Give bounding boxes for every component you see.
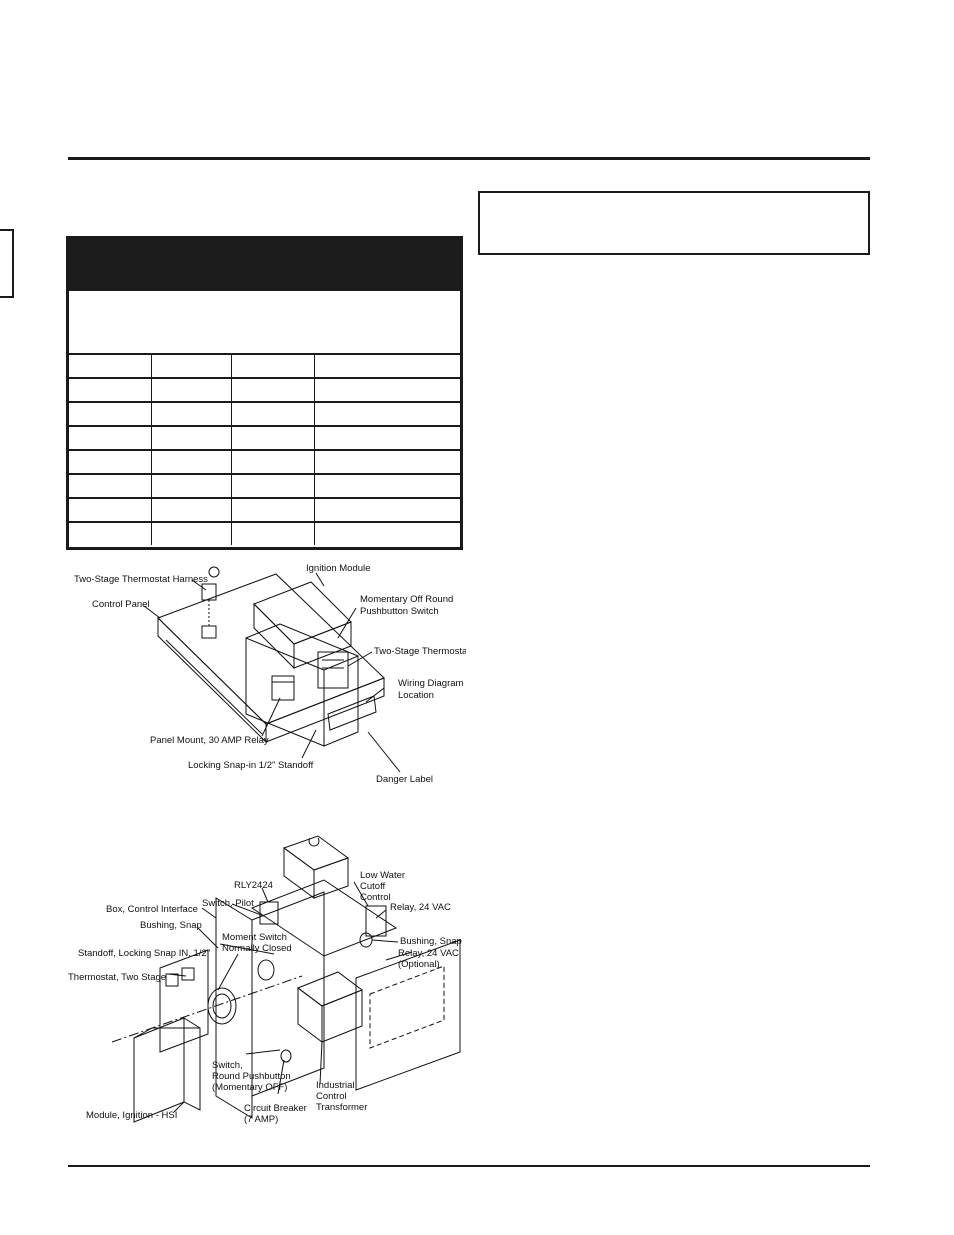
fig2-label-industrial-2: Control [316,1091,347,1102]
fig2-label-low-water-2: Cutoff [360,881,386,892]
spec-table [66,236,463,550]
label-pushbutton-2: Pushbutton Switch [360,606,439,617]
table-row [69,449,460,474]
fig2-label-relay24: Relay, 24 VAC [390,902,451,913]
fig2-label-moment-1: Moment Switch [222,932,287,943]
fig2-label-bushing-right: Bushing, Snap [400,936,462,947]
fig2-label-standoff: Standoff, Locking Snap IN, 1/2" [78,948,210,959]
label-thermostat: Two-Stage Thermostat [374,646,466,657]
fig2-label-rly: RLY2424 [234,880,273,891]
spec-table-header [69,239,460,291]
fig2-label-low-water-1: Low Water [360,870,405,881]
note-box [478,191,870,255]
spec-table-grid [69,353,460,545]
label-wiring-2: Location [398,690,434,701]
fig2-label-switch-pilot: Switch, Pilot [202,898,254,909]
fig2-label-switch-round-1: Switch, [212,1060,243,1071]
fig2-label-breaker-1: Circuit Breaker [244,1103,307,1114]
table-row [69,401,460,426]
fig2-label-moment-2: Normally Closed [222,943,292,954]
spec-table-description [69,291,460,353]
table-row [69,521,460,545]
table-row [69,425,460,450]
fig2-label-switch-round-3: (Momentary OFF) [212,1082,287,1093]
table-row [69,377,460,402]
fig2-label-module-ignition: Module, Ignition - HSI [86,1110,177,1121]
fig2-label-industrial-1: Industrial [316,1080,355,1091]
table-row [69,497,460,522]
fig2-label-low-water-3: Control [360,892,391,903]
label-control-panel: Control Panel [92,599,150,610]
label-thermostat-harness: Two-Stage Thermostat Harness [74,574,208,585]
fig2-label-box-interface: Box, Control Interface [106,904,198,915]
section-edge-tab [0,229,14,298]
fig2-label-breaker-2: (7 AMP) [244,1114,278,1125]
fig2-label-bushing-left: Bushing, Snap [140,920,202,931]
label-danger: Danger Label [376,774,433,785]
exploded-assembly-figure: RLY2424 Low Water Cutoff Control Relay, … [68,835,462,1125]
fig2-label-switch-round-2: Round Pushbutton [212,1071,291,1082]
label-relay: Panel Mount, 30 AMP Relay [150,735,269,746]
fig2-label-relay-opt-2: (Optional) [398,959,440,970]
fig2-label-relay-opt-1: Relay, 24 VAC [398,948,459,959]
table-row [69,473,460,498]
control-panel-figure: Two-Stage Thermostat Harness Control Pan… [74,563,466,785]
footer-rule [68,1165,870,1167]
label-standoff: Locking Snap-in 1/2" Standoff [188,760,314,771]
table-row [69,353,460,378]
header-rule [68,157,870,160]
label-wiring-1: Wiring Diagram [398,678,464,689]
label-ignition-module: Ignition Module [306,563,370,574]
fig2-label-industrial-3: Transformer [316,1102,367,1113]
fig2-label-thermostat: Thermostat, Two Stage [68,972,166,983]
label-pushbutton-1: Momentary Off Round [360,594,453,605]
